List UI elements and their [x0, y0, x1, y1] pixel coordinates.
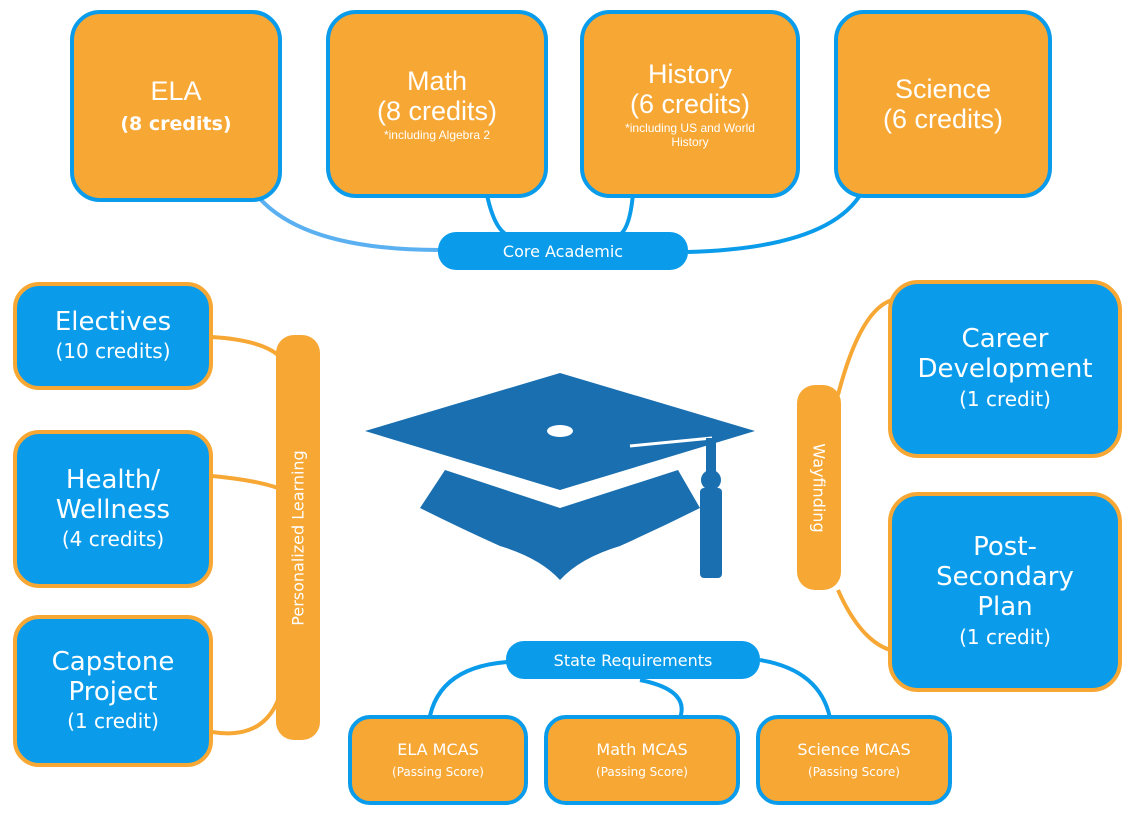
core-history-note: *including US and World History — [625, 121, 755, 149]
core-ela-title: ELA — [150, 76, 202, 106]
personalized-learning-label: Personalized Learning — [276, 335, 320, 740]
core-history-credits: (6 credits) — [629, 89, 751, 119]
core-science-title: Science — [894, 74, 992, 104]
connector-math — [485, 194, 511, 238]
wf-box-postsecondary: Post-Secondary Plan (1 credit) — [888, 492, 1122, 692]
connector-science-mcas — [759, 658, 832, 719]
pl-electives-credits: (10 credits) — [55, 339, 171, 363]
state-math-mcas-sub: (Passing Score) — [596, 765, 688, 779]
connector-science — [687, 191, 864, 254]
wayfinding-label: Wayfinding — [797, 385, 841, 590]
wayfinding-text: Wayfinding — [809, 442, 829, 533]
wf-postsecondary-credits: (1 credit) — [959, 625, 1051, 649]
connector-postsecondary — [836, 589, 891, 652]
core-box-ela: ELA (8 credits) — [70, 10, 282, 202]
state-math-mcas-title: Math MCAS — [596, 740, 688, 759]
state-box-ela-mcas: ELA MCAS (Passing Score) — [348, 715, 528, 805]
pl-health-credits: (4 credits) — [61, 527, 165, 551]
connector-capstone — [211, 699, 280, 736]
state-ela-mcas-title: ELA MCAS — [397, 740, 479, 759]
connector-career — [836, 298, 893, 396]
personalized-learning-text: Personalized Learning — [288, 449, 308, 626]
state-box-math-mcas: Math MCAS (Passing Score) — [544, 715, 740, 805]
pl-capstone-credits: (1 credit) — [67, 709, 159, 733]
pl-box-electives: Electives (10 credits) — [13, 282, 213, 390]
graduation-cap-icon — [365, 373, 755, 580]
state-science-mcas-title: Science MCAS — [797, 740, 911, 759]
pl-electives-title: Electives — [54, 307, 172, 337]
pl-health-title: Health/ Wellness — [55, 465, 171, 525]
connector-electives — [211, 335, 280, 357]
pl-capstone-title: Capstone Project — [51, 647, 175, 707]
wf-career-credits: (1 credit) — [959, 387, 1051, 411]
state-ela-mcas-sub: (Passing Score) — [392, 765, 484, 779]
pl-box-health: Health/ Wellness (4 credits) — [13, 430, 213, 588]
core-math-credits: (8 credits) — [376, 96, 498, 126]
pl-box-capstone: Capstone Project (1 credit) — [13, 615, 213, 767]
core-academic-label: Core Academic — [438, 232, 688, 270]
connector-history — [616, 192, 635, 238]
wf-career-title: Career Development — [917, 324, 1093, 384]
connector-ela — [253, 191, 441, 252]
state-requirements-label: State Requirements — [506, 641, 760, 679]
wf-postsecondary-title: Post-Secondary Plan — [936, 532, 1074, 622]
core-academic-text: Core Academic — [502, 241, 624, 261]
core-box-history: History (6 credits) *including US and Wo… — [580, 10, 800, 198]
state-requirements-text: State Requirements — [553, 650, 713, 670]
core-math-title: Math — [406, 66, 468, 96]
core-history-title: History — [647, 59, 732, 89]
core-ela-credits: (8 credits) — [120, 113, 232, 135]
core-science-credits: (6 credits) — [882, 104, 1004, 134]
connector-math-mcas — [639, 678, 684, 719]
core-math-note: *including Algebra 2 — [383, 128, 491, 142]
state-box-science-mcas: Science MCAS (Passing Score) — [756, 715, 952, 805]
state-science-mcas-sub: (Passing Score) — [808, 765, 900, 779]
connector-health — [211, 474, 279, 490]
core-box-math: Math (8 credits) *including Algebra 2 — [326, 10, 548, 198]
wf-box-career: Career Development (1 credit) — [888, 280, 1122, 458]
core-box-science: Science (6 credits) — [834, 10, 1052, 198]
